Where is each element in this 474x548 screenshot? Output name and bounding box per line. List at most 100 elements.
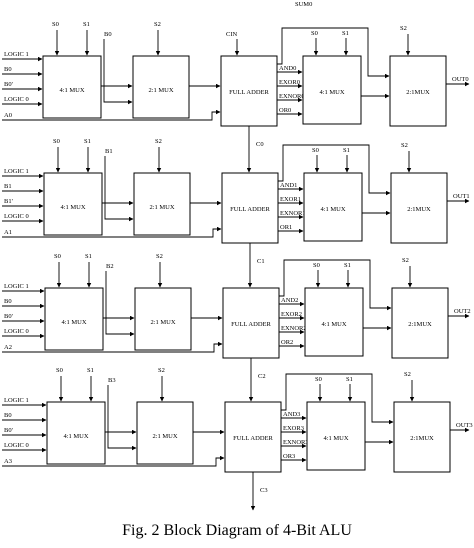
- mux2-label: 2:1 MUX: [149, 204, 174, 211]
- select-label-s1: S1: [84, 138, 91, 145]
- output-mux4-block: [302, 55, 362, 125]
- input-label: LOGIC 0: [4, 96, 29, 103]
- input-label: B0': [4, 313, 13, 320]
- select-label-s0: S0: [311, 30, 318, 37]
- mux4-block: [43, 172, 103, 236]
- carry-out-label: C0: [256, 141, 264, 148]
- select-label-s2: S2: [154, 21, 161, 28]
- b-tap-wire: [103, 39, 133, 105]
- full-adder-label: FULL ADDER: [230, 206, 270, 213]
- mux4-label: 4:1 MUX: [59, 87, 84, 94]
- input-label: B0': [4, 81, 13, 88]
- input-label: B1': [4, 198, 13, 205]
- logic-label: AND1: [280, 182, 297, 189]
- carry-out-label: C2: [258, 373, 266, 380]
- select-label-s2: S2: [401, 142, 408, 149]
- full-adder-label: FULL ADDER: [233, 435, 273, 442]
- input-label: LOGIC 1: [4, 168, 29, 175]
- input-label: B1: [4, 183, 12, 190]
- output-mux2-label: 2:1MUX: [410, 435, 434, 442]
- full-adder-label: FULL ADDER: [231, 321, 271, 328]
- logic-label: AND2: [281, 297, 298, 304]
- output-label: OUT3: [456, 422, 473, 429]
- sum-wire: [281, 373, 394, 425]
- mux2-block: [136, 401, 194, 465]
- mux4-label: 4:1 MUX: [60, 204, 85, 211]
- output-mux4-label: 4:1 MUX: [323, 435, 348, 442]
- output-mux2-label: 2:1MUX: [408, 321, 432, 328]
- logic-label: OR3: [283, 453, 295, 460]
- logic-label: EXNOR1: [280, 210, 306, 217]
- b-tap-label: B2: [106, 263, 114, 270]
- full-adder-block: [222, 287, 280, 359]
- b-tap-wire: [104, 156, 134, 222]
- select-label-s0: S0: [315, 376, 322, 383]
- output-mux4-block: [304, 287, 364, 357]
- output-mux4-label: 4:1 MUX: [320, 206, 345, 213]
- select-label-s2: S2: [158, 367, 165, 374]
- b-tap-label: B1: [105, 148, 113, 155]
- output-mux2-label: 2:1MUX: [407, 206, 431, 213]
- logic-label: EXOR0: [279, 79, 300, 86]
- output-mux2-label: 2:1MUX: [406, 89, 430, 96]
- logic-label: EXOR1: [280, 196, 301, 203]
- input-label: LOGIC 1: [4, 283, 29, 290]
- a-input-wire: [2, 226, 222, 238]
- sum-wire: [279, 259, 392, 311]
- a-input-wire: [2, 455, 225, 467]
- input-label: A3: [4, 458, 12, 465]
- carry-in-label: CIN: [226, 31, 238, 38]
- input-label: B0: [4, 412, 12, 419]
- figure-caption: Fig. 2 Block Diagram of 4-Bit ALU: [122, 522, 352, 539]
- carry-out-label: C3: [260, 487, 268, 494]
- mux2-label: 2:1 MUX: [150, 319, 175, 326]
- input-label: A0: [4, 112, 12, 119]
- full-adder-block: [224, 401, 282, 473]
- input-label: LOGIC 1: [4, 397, 29, 404]
- logic-label: EXNOR0: [279, 93, 305, 100]
- output-mux2-block: [393, 401, 451, 473]
- input-label: B0: [4, 66, 12, 73]
- logic-label: OR2: [281, 339, 293, 346]
- output-label: OUT0: [452, 76, 469, 83]
- select-label-s2: S2: [156, 253, 163, 260]
- select-label-s1: S1: [344, 262, 351, 269]
- full-adder-label: FULL ADDER: [229, 89, 269, 96]
- b-tap-label: B3: [108, 377, 116, 384]
- select-label-s0: S0: [54, 253, 61, 260]
- select-label-s0: S0: [313, 262, 320, 269]
- output-label: OUT2: [454, 308, 471, 315]
- input-label: A1: [4, 229, 12, 236]
- select-label-s1: S1: [85, 253, 92, 260]
- select-label-s0: S0: [312, 147, 319, 154]
- select-label-s1: S1: [87, 367, 94, 374]
- input-label: A2: [4, 344, 12, 351]
- input-label: LOGIC 0: [4, 442, 29, 449]
- input-label: B0: [4, 298, 12, 305]
- logic-label: OR1: [280, 224, 292, 231]
- output-mux2-block: [390, 172, 448, 244]
- sum-wire: [277, 27, 390, 79]
- output-mux2-block: [389, 55, 447, 127]
- mux2-label: 2:1 MUX: [148, 87, 173, 94]
- b-tap-label: B0: [104, 31, 112, 38]
- input-label: B0': [4, 427, 13, 434]
- logic-label: EXNOR3: [283, 439, 309, 446]
- b-tap-wire: [107, 385, 137, 451]
- mux2-block: [132, 55, 190, 119]
- select-label-s1: S1: [343, 147, 350, 154]
- full-adder-block: [221, 172, 279, 244]
- output-mux4-block: [303, 172, 363, 242]
- select-label-s0: S0: [53, 138, 60, 145]
- input-label: LOGIC 0: [4, 213, 29, 220]
- a-input-wire: [2, 341, 223, 353]
- a-input-wire: [2, 109, 221, 121]
- select-label-s2: S2: [400, 25, 407, 32]
- select-label-s1: S1: [83, 21, 90, 28]
- output-mux4-label: 4:1 MUX: [319, 89, 344, 96]
- mux4-label: 4:1 MUX: [63, 433, 88, 440]
